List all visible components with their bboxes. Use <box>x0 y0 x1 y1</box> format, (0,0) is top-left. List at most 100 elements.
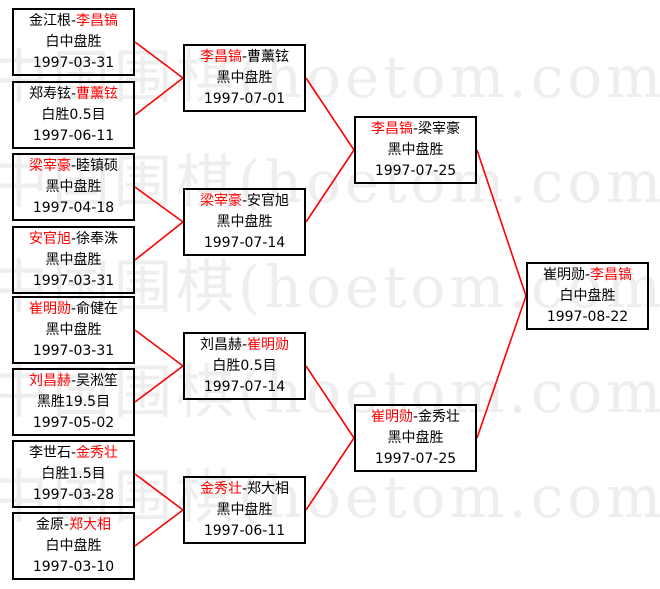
match-date: 1997-03-31 <box>32 342 115 359</box>
players-line: 梁宰豪-睦镇硕 <box>29 156 118 177</box>
versus-separator: - <box>70 157 77 174</box>
players-line: 郑寿铉-曹薰铉 <box>29 84 118 105</box>
versus-separator: - <box>70 444 77 461</box>
player1-name: 刘昌赫 <box>28 372 71 389</box>
match-result: 白中盘胜 <box>45 537 102 554</box>
connector-line <box>134 77 184 116</box>
player1-name: 安官旭 <box>28 230 71 247</box>
match-result: 黑中盘胜 <box>216 213 273 230</box>
match-box-round1-3[interactable]: 梁宰豪-睦镇硕黑中盘胜 1997-04-18 <box>12 153 135 221</box>
versus-separator: - <box>584 266 591 283</box>
player2-name: 俞健在 <box>76 300 119 317</box>
match-box-semifinal-2[interactable]: 崔明勋-金秀壮黑中盘胜 1997-07-25 <box>354 404 477 472</box>
player1-name: 崔明勋 <box>28 300 71 317</box>
match-date: 1997-03-31 <box>32 54 115 71</box>
match-date: 1997-07-01 <box>203 90 286 107</box>
match-date: 1997-04-18 <box>32 199 115 216</box>
player1-name: 梁宰豪 <box>199 192 242 209</box>
match-result: 黑中盘胜 <box>45 251 102 268</box>
player1-name: 刘昌赫 <box>199 336 242 353</box>
match-date: 1997-07-25 <box>374 450 457 467</box>
player1-name: 金原 <box>35 516 64 533</box>
players-line: 金江根-李昌镐 <box>29 11 118 32</box>
versus-separator: - <box>70 85 77 102</box>
players-line: 刘昌赫-崔明勋 <box>200 335 289 356</box>
match-date: 1997-07-14 <box>203 378 286 395</box>
players-line: 李昌镐-曹薰铉 <box>200 47 289 68</box>
players-line: 李世石-金秀壮 <box>29 443 118 464</box>
player1-name: 梁宰豪 <box>28 157 71 174</box>
match-result: 黑中盘胜 <box>387 429 444 446</box>
player2-name: 郑大相 <box>69 516 112 533</box>
match-result: 黑中盘胜 <box>216 69 273 86</box>
players-line: 安官旭-徐奉洙 <box>29 229 118 250</box>
match-date: 1997-03-28 <box>32 486 115 503</box>
connector-line <box>305 77 355 151</box>
match-date: 1997-06-11 <box>203 522 286 539</box>
connector-line <box>134 186 184 223</box>
match-result: 白胜0.5目 <box>212 357 277 374</box>
versus-separator: - <box>70 300 77 317</box>
match-result: 黑中盘胜 <box>216 501 273 518</box>
versus-separator: - <box>241 336 248 353</box>
match-box-round1-7[interactable]: 李世石-金秀壮白胜1.5目 1997-03-28 <box>12 440 135 508</box>
versus-separator: - <box>70 372 77 389</box>
match-box-round1-2[interactable]: 郑寿铉-曹薰铉白胜0.5目 1997-06-11 <box>12 81 135 149</box>
versus-separator: - <box>241 480 248 497</box>
match-result: 白胜0.5目 <box>41 106 106 123</box>
versus-separator: - <box>241 48 248 65</box>
player1-name: 李世石 <box>28 444 71 461</box>
connector-line <box>305 149 355 223</box>
player1-name: 李昌镐 <box>370 120 413 137</box>
match-box-round1-1[interactable]: 金江根-李昌镐白中盘胜 1997-03-31 <box>12 8 135 76</box>
match-result: 白胜1.5目 <box>41 465 106 482</box>
match-date: 1997-06-11 <box>32 127 115 144</box>
match-date: 1997-08-22 <box>546 308 629 325</box>
player1-name: 崔明勋 <box>542 266 585 283</box>
match-box-semifinal-1[interactable]: 李昌镐-梁宰豪黑中盘胜 1997-07-25 <box>354 116 477 184</box>
player2-name: 徐奉洙 <box>76 230 119 247</box>
match-date: 1997-07-25 <box>374 162 457 179</box>
player2-name: 李昌镐 <box>590 266 633 283</box>
player2-name: 郑大相 <box>247 480 290 497</box>
player1-name: 郑寿铉 <box>28 85 71 102</box>
players-line: 崔明勋-李昌镐 <box>543 265 632 286</box>
match-result: 白中盘胜 <box>45 33 102 50</box>
match-result: 黑胜19.5目 <box>36 393 111 410</box>
match-box-round1-4[interactable]: 安官旭-徐奉洙黑中盘胜 1997-03-31 <box>12 226 135 294</box>
players-line: 李昌镐-梁宰豪 <box>371 119 460 140</box>
players-line: 金原-郑大相 <box>36 515 111 536</box>
players-line: 崔明勋-金秀壮 <box>371 407 460 428</box>
player2-name: 吴淞笙 <box>76 372 119 389</box>
players-line: 崔明勋-俞健在 <box>29 299 118 320</box>
player2-name: 安官旭 <box>247 192 290 209</box>
match-box-round2-1[interactable]: 李昌镐-曹薰铉黑中盘胜 1997-07-01 <box>183 44 306 112</box>
player2-name: 曹薰铉 <box>247 48 290 65</box>
match-result: 黑中盘胜 <box>45 178 102 195</box>
match-result: 白中盘胜 <box>559 287 616 304</box>
match-result: 黑中盘胜 <box>387 141 444 158</box>
connector-line <box>134 473 184 511</box>
watermark-text: 中国围棋(hoetom.com) <box>0 43 660 111</box>
player2-name: 李昌镐 <box>76 12 119 29</box>
player1-name: 金秀壮 <box>199 480 242 497</box>
versus-separator: - <box>412 408 419 425</box>
match-result: 黑中盘胜 <box>45 321 102 338</box>
connector-line <box>476 149 527 297</box>
connector-line <box>134 329 184 367</box>
match-box-round2-4[interactable]: 金秀壮-郑大相黑中盘胜 1997-06-11 <box>183 476 306 544</box>
player1-name: 崔明勋 <box>370 408 413 425</box>
connector-line <box>134 509 184 547</box>
versus-separator: - <box>70 12 77 29</box>
match-date: 1997-03-31 <box>32 272 115 289</box>
connector-line <box>305 365 355 439</box>
player2-name: 崔明勋 <box>247 336 290 353</box>
versus-separator: - <box>412 120 419 137</box>
